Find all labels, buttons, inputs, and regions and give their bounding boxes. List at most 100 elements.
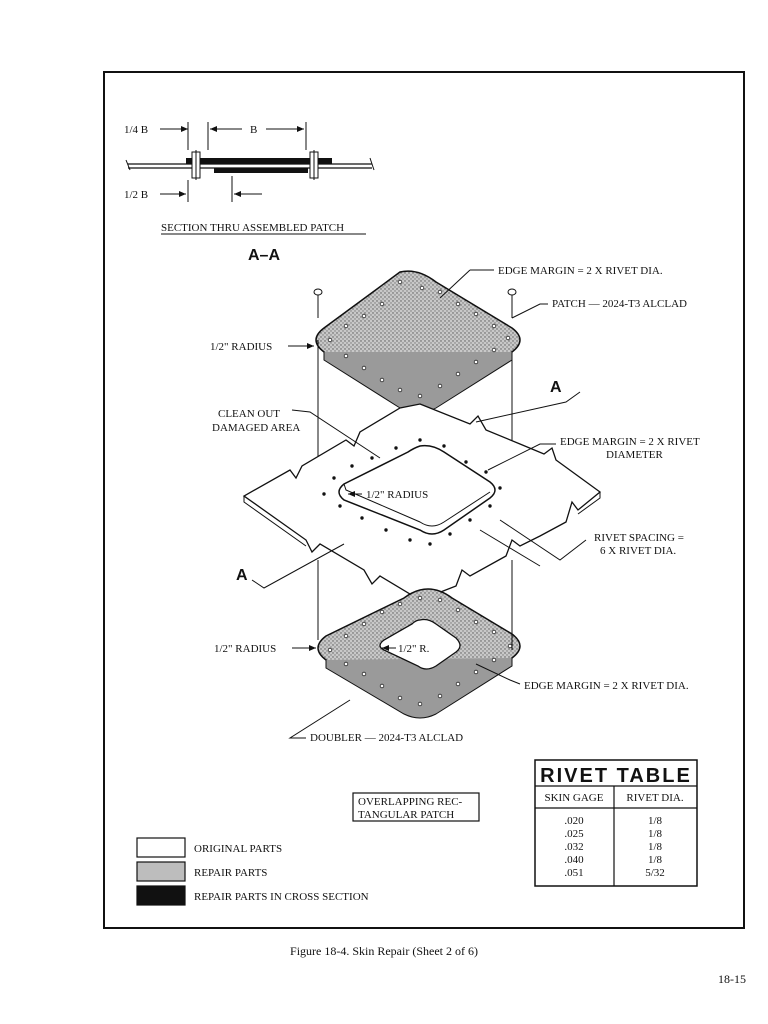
patch-material-label: PATCH — 2024-T3 ALCLAD bbox=[552, 298, 687, 310]
rivet-hole bbox=[343, 323, 349, 329]
rivet-hole bbox=[498, 486, 502, 490]
legend-swatch bbox=[136, 885, 186, 906]
rivet-hole bbox=[408, 538, 412, 542]
rivet-table-rivet-dia: 5/32 bbox=[645, 867, 665, 879]
rivet-hole bbox=[327, 647, 333, 653]
callouts: EDGE MARGIN = 2 X RIVET DIA. PATCH — 202… bbox=[210, 265, 700, 744]
rivet-hole bbox=[379, 377, 385, 383]
patch-plate bbox=[315, 270, 521, 414]
rivet-hole bbox=[455, 371, 461, 377]
rivet-hole bbox=[491, 629, 497, 635]
rivet-hole bbox=[488, 504, 492, 508]
section-title: SECTION THRU ASSEMBLED PATCH bbox=[161, 222, 344, 234]
rivet-hole bbox=[332, 476, 336, 480]
rivet-hole bbox=[491, 347, 497, 353]
patch-radius-label: 1/2" RADIUS bbox=[210, 341, 272, 353]
rivet-hole bbox=[343, 353, 349, 359]
rivet-hole bbox=[464, 460, 468, 464]
rivet-table: RIVET TABLE SKIN GAGE RIVET DIA. .020 1/8… bbox=[534, 759, 698, 887]
rivet-table-rivet-dia: 1/8 bbox=[648, 841, 663, 853]
rivet-table-rivet-dia: 1/8 bbox=[648, 828, 663, 840]
clean-out-label-2: DAMAGED AREA bbox=[212, 422, 300, 434]
section-view-label: A–A bbox=[248, 247, 280, 264]
rivet-hole bbox=[442, 444, 446, 448]
rivet-hole bbox=[437, 597, 443, 603]
rivet-hole bbox=[379, 301, 385, 307]
rivet-spacing-label-2: 6 X RIVET DIA. bbox=[600, 545, 676, 557]
rivet-hole bbox=[361, 313, 367, 319]
dim-b-label: B bbox=[250, 124, 257, 136]
rivet-table-header-gage: SKIN GAGE bbox=[545, 792, 604, 804]
rivet-hole bbox=[338, 504, 342, 508]
rivet-hole bbox=[507, 643, 513, 649]
rivet-hole bbox=[384, 528, 388, 532]
rivet-table-title: RIVET TABLE bbox=[540, 765, 692, 787]
skin-radius-label: 1/2" RADIUS bbox=[366, 489, 428, 501]
dim-quarter-b-label: 1/4 B bbox=[124, 124, 148, 136]
rivet-hole bbox=[417, 701, 423, 707]
rivet-hole bbox=[448, 532, 452, 536]
rivet-table-header-dia: RIVET DIA. bbox=[626, 792, 683, 804]
clean-out-label-1: CLEAN OUT bbox=[218, 408, 280, 420]
page-number: 18-15 bbox=[718, 972, 746, 986]
figure-border bbox=[103, 71, 745, 929]
skin-edge-margin-label-2: DIAMETER bbox=[606, 449, 663, 461]
rivet-hole bbox=[428, 542, 432, 546]
rivet-hole bbox=[394, 446, 398, 450]
original-skin bbox=[242, 403, 602, 601]
rivet-table-skin-gage: .020 bbox=[564, 815, 584, 827]
rivet-table-rivet-dia: 1/8 bbox=[648, 815, 663, 827]
figure-caption: Figure 18-4. Skin Repair (Sheet 2 of 6) bbox=[290, 944, 478, 958]
legend-label: REPAIR PARTS IN CROSS SECTION bbox=[194, 891, 369, 903]
rivet-hole bbox=[361, 671, 367, 677]
rivet-hole bbox=[361, 365, 367, 371]
rivet-hole bbox=[468, 518, 472, 522]
patch-type-line-2: TANGULAR PATCH bbox=[358, 809, 454, 821]
rivet-hole bbox=[379, 609, 385, 615]
rivet-hole bbox=[473, 669, 479, 675]
rivet-table-skin-gage: .051 bbox=[564, 867, 583, 879]
doubler-edge-margin-label: EDGE MARGIN = 2 X RIVET DIA. bbox=[524, 680, 689, 692]
legend-label: REPAIR PARTS bbox=[194, 867, 267, 879]
patch-edge-margin-label: EDGE MARGIN = 2 X RIVET DIA. bbox=[498, 265, 663, 277]
rivet-hole bbox=[491, 657, 497, 663]
rivet-hole bbox=[397, 279, 403, 285]
dim-half-b-label: 1/2 B bbox=[124, 189, 148, 201]
rivet-table-skin-gage: .025 bbox=[564, 828, 584, 840]
rivet-hole bbox=[370, 456, 374, 460]
rivet-hole bbox=[491, 323, 497, 329]
rivet-hole bbox=[360, 516, 364, 520]
doubler-material-label: DOUBLER — 2024-T3 ALCLAD bbox=[310, 732, 463, 744]
legend-swatch bbox=[136, 861, 186, 882]
rivet-hole bbox=[455, 607, 461, 613]
rivet-hole bbox=[327, 337, 333, 343]
rivet-hole bbox=[455, 301, 461, 307]
rivet-hole bbox=[437, 693, 443, 699]
legend-label: ORIGINAL PARTS bbox=[194, 843, 282, 855]
rivet-hole bbox=[343, 661, 349, 667]
rivet-hole bbox=[397, 601, 403, 607]
legend-swatch bbox=[136, 837, 186, 858]
cross-section-detail: 1/4 B B 1/2 B SECTION THRU ASSEMBLED PAT… bbox=[124, 122, 375, 264]
section-mark-a-upper: A bbox=[550, 379, 562, 396]
rivet-hole bbox=[473, 619, 479, 625]
rivet-hole bbox=[505, 335, 511, 341]
rivet-hole bbox=[343, 633, 349, 639]
doubler-plate bbox=[317, 588, 521, 719]
rivet-hole bbox=[417, 393, 423, 399]
rivet-spacing-label-1: RIVET SPACING = bbox=[594, 532, 684, 544]
rivet-hole bbox=[397, 387, 403, 393]
rivet-hole bbox=[473, 311, 479, 317]
rivet-hole bbox=[361, 621, 367, 627]
rivet-hole bbox=[419, 285, 425, 291]
rivet-hole bbox=[484, 470, 488, 474]
rivet-hole bbox=[379, 683, 385, 689]
rivet-table-skin-gage: .040 bbox=[564, 854, 584, 866]
rivet-table-rivet-dia: 1/8 bbox=[648, 854, 663, 866]
rivet-hole bbox=[455, 681, 461, 687]
skin-edge-margin-label-1: EDGE MARGIN = 2 X RIVET bbox=[560, 436, 700, 448]
rivet-hole bbox=[418, 438, 422, 442]
legend: ORIGINAL PARTS REPAIR PARTS REPAIR PARTS I… bbox=[136, 837, 369, 906]
section-mark-a-lower: A bbox=[236, 567, 248, 584]
rivet-hole bbox=[437, 383, 443, 389]
